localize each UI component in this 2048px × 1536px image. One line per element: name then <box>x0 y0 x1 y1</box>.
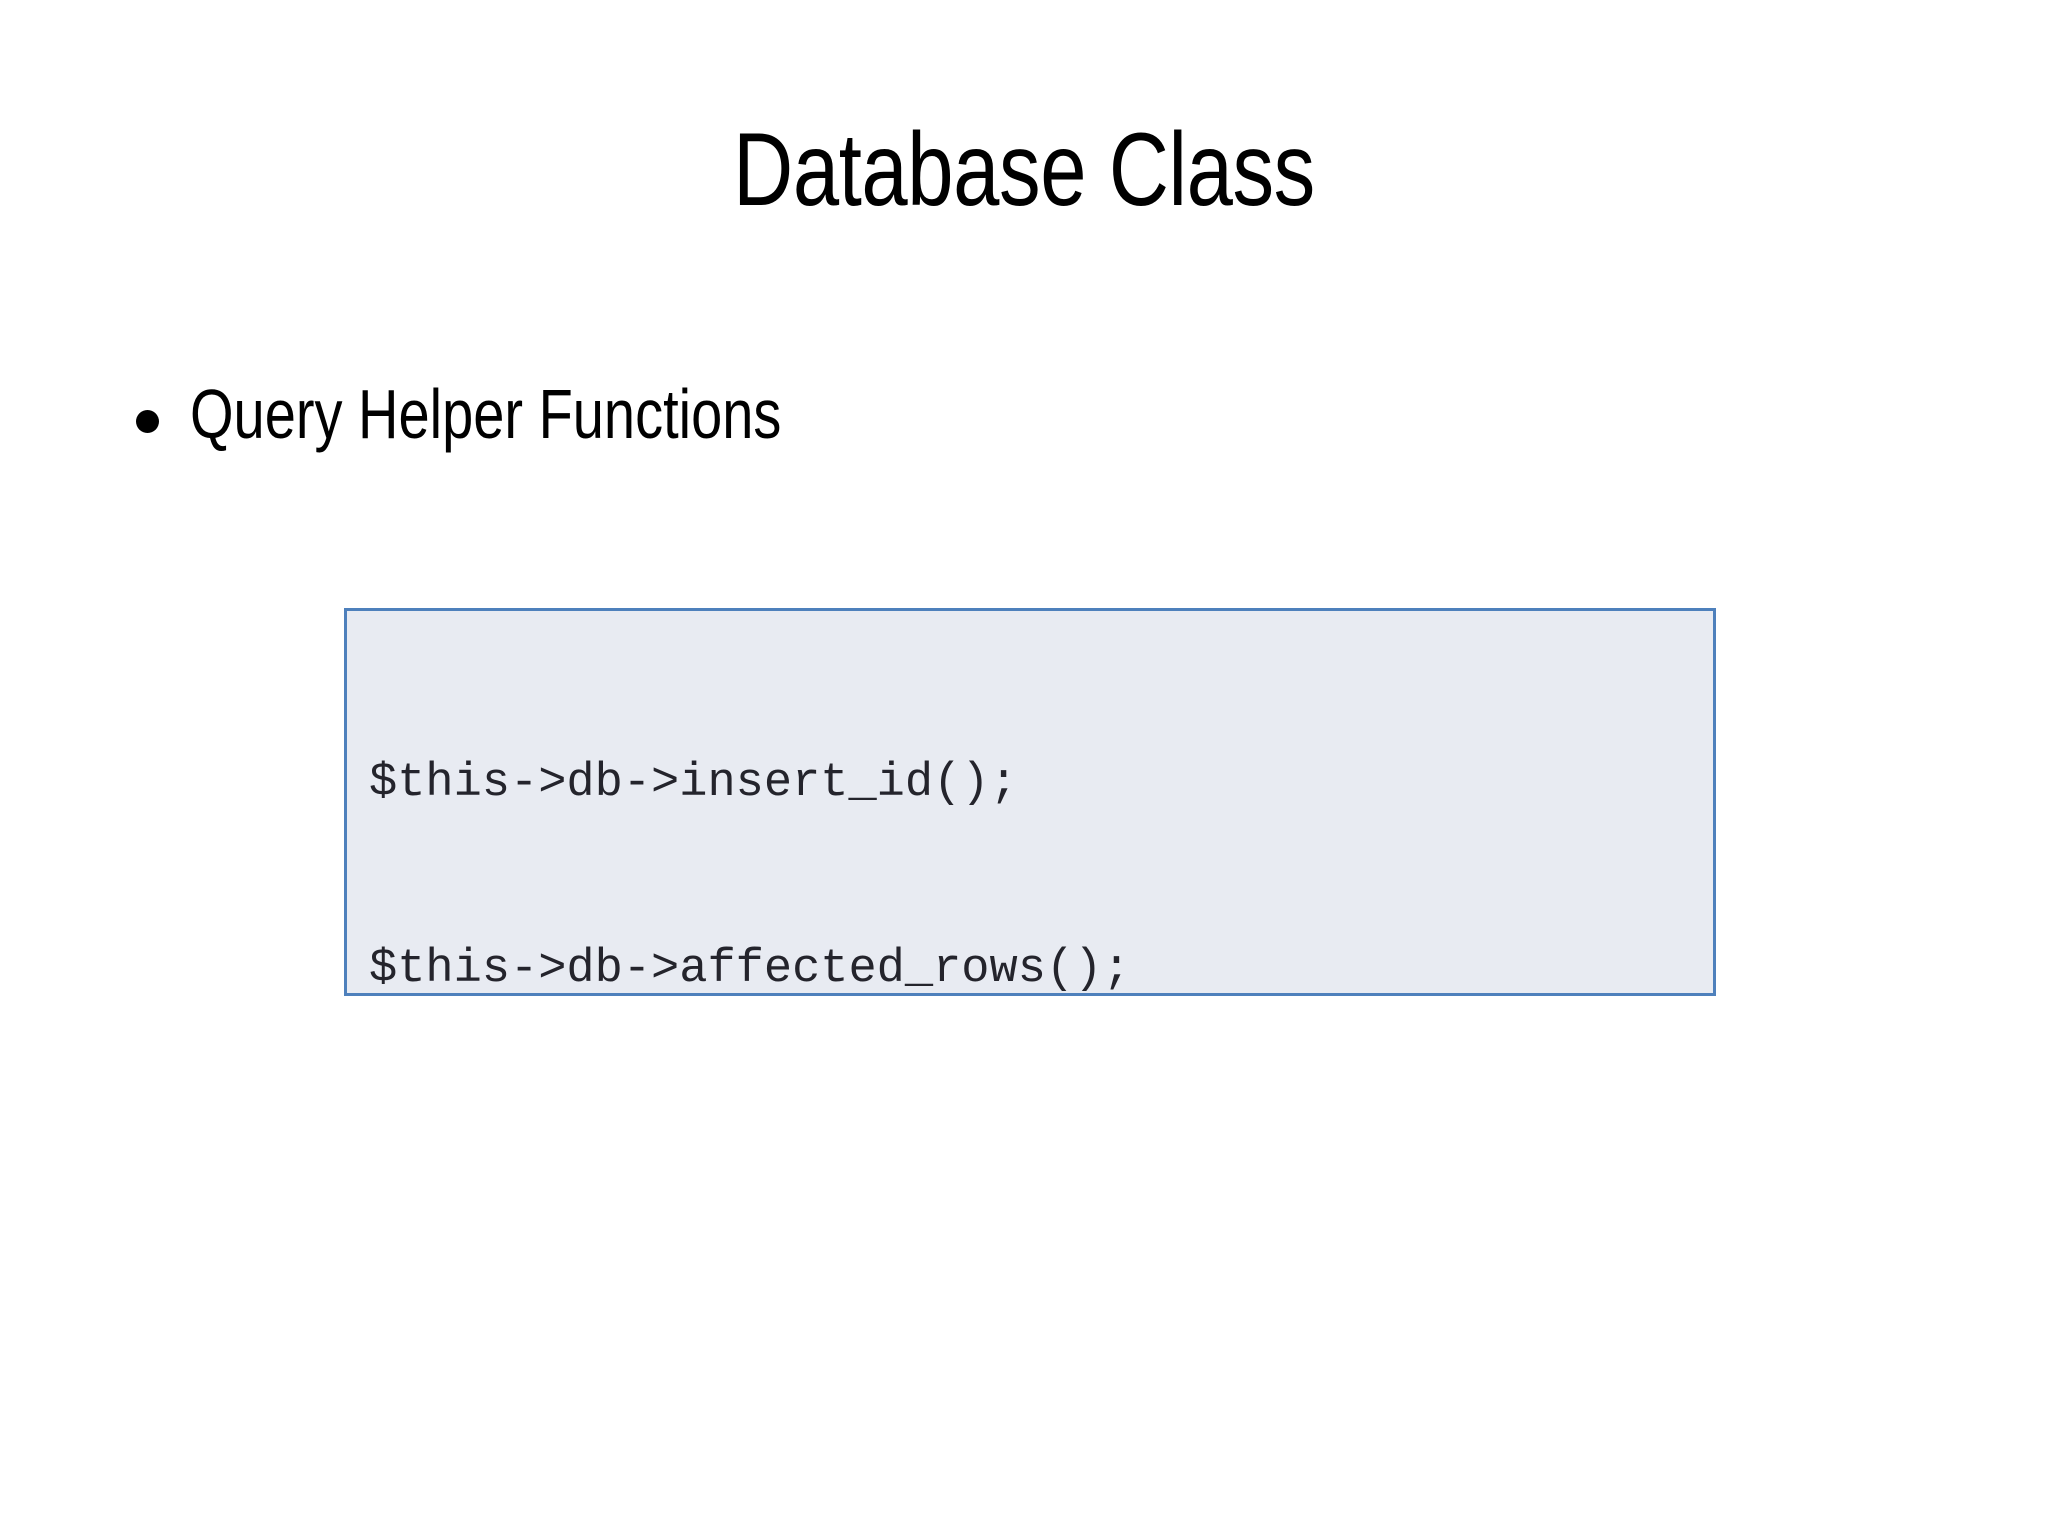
code-block: $this->db->insert_id(); $this->db->affec… <box>344 608 1716 996</box>
bullet-item-label: Query Helper Functions <box>190 375 782 453</box>
bullet-list: Query Helper Functions <box>120 372 1920 456</box>
page-title: Database Class <box>733 112 1315 228</box>
code-lines: $this->db->insert_id(); $this->db->affec… <box>369 629 1713 996</box>
code-line: $this->db->insert_id(); <box>369 757 1018 810</box>
bullet-dot-icon <box>120 372 190 456</box>
code-line: $this->db->affected_rows(); <box>369 943 1131 996</box>
list-item: Query Helper Functions <box>120 372 1920 456</box>
